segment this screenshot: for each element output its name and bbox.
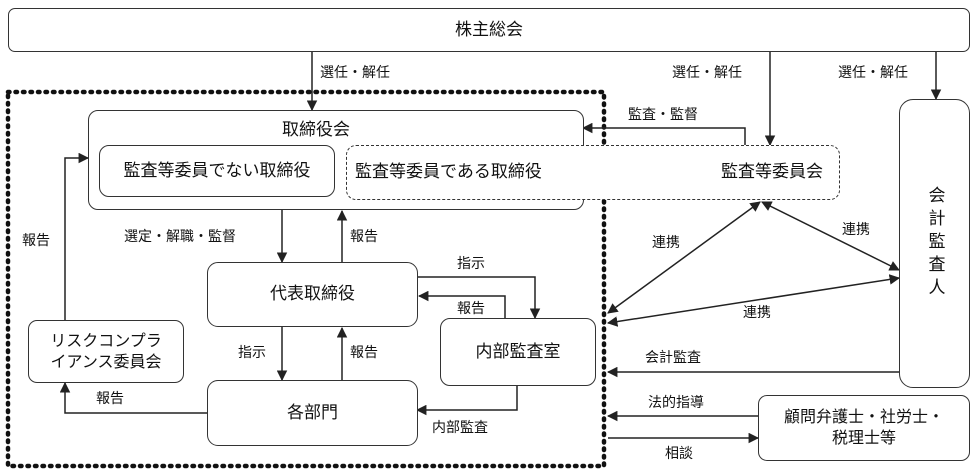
shareholders-label: 株主総会 — [455, 19, 523, 40]
label-cooperation-3: 連携 — [743, 305, 771, 321]
edge-cooperation-3 — [606, 274, 901, 327]
label-internal-to-dept: 内部監査 — [432, 420, 488, 436]
shareholders-node: 株主総会 — [8, 8, 970, 52]
label-rep-to-internal: 指示 — [457, 256, 485, 272]
label-cooperation-2: 連携 — [842, 222, 870, 238]
edge-dept-to-risk — [59, 381, 207, 414]
label-risk-to-board: 報告 — [22, 233, 50, 249]
non-audit-directors-node: 監査等委員でない取締役 — [99, 145, 335, 197]
advisors-label-line2: 税理士等 — [831, 428, 896, 447]
label-dept-to-risk: 報告 — [96, 391, 124, 407]
accounting-auditor-node: 会計監査人 — [899, 99, 970, 388]
accounting-auditor-label: 会計監査人 — [924, 186, 945, 301]
risk-committee-label-line2: イアンス委員会 — [50, 351, 162, 371]
label-internal-to-rep: 報告 — [457, 301, 485, 317]
internal-audit-node: 内部監査室 — [440, 318, 596, 386]
company-boundary — [5, 89, 607, 469]
audit-committee-node: 監査等委員である取締役 監査等委員会 — [346, 145, 840, 200]
risk-committee-label-line1: リスクコンプラ — [50, 330, 162, 350]
edge-cooperation-2 — [761, 201, 900, 271]
label-dept-to-rep: 報告 — [350, 345, 378, 361]
edge-rep-to-internal — [418, 276, 541, 320]
edge-audit-supervise — [581, 122, 746, 145]
label-elect-auditor: 選任・解任 — [838, 65, 908, 81]
label-consultation: 相談 — [665, 446, 693, 462]
label-audit-supervise: 監査・監督 — [628, 107, 698, 123]
non-audit-directors-label: 監査等委員でない取締役 — [123, 160, 311, 181]
edge-internal-to-rep — [417, 290, 506, 318]
edge-cooperation-1 — [607, 201, 761, 314]
edge-internal-to-dept — [415, 386, 518, 416]
departments-label: 各部門 — [287, 402, 338, 423]
board-label: 取締役会 — [282, 120, 350, 140]
label-board-to-rep: 選定・解職・監督 — [124, 229, 236, 245]
representative-director-label: 代表取締役 — [270, 284, 355, 305]
audit-directors-label: 監査等委員である取締役 — [355, 162, 542, 183]
label-rep-to-board: 報告 — [350, 229, 378, 245]
departments-node: 各部門 — [207, 380, 418, 446]
audit-committee-label: 監査等委員会 — [721, 162, 823, 183]
advisors-label-line1: 顧問弁護士・社労士・ — [783, 407, 944, 427]
advisors-node: 顧問弁護士・社労士・ 税理士等 — [758, 395, 970, 461]
label-cooperation-1: 連携 — [652, 235, 680, 251]
label-legal-guidance: 法的指導 — [648, 395, 704, 411]
label-rep-to-dept: 指示 — [238, 345, 266, 361]
risk-committee-node: リスクコンプラ イアンス委員会 — [28, 320, 184, 383]
internal-audit-label: 内部監査室 — [475, 341, 561, 362]
label-elect-audit-committee: 選任・解任 — [672, 65, 742, 81]
edge-risk-to-board — [64, 152, 90, 320]
label-elect-board: 選任・解任 — [320, 65, 390, 81]
label-accounting-audit: 会計監査 — [645, 350, 701, 366]
representative-director-node: 代表取締役 — [207, 262, 418, 327]
